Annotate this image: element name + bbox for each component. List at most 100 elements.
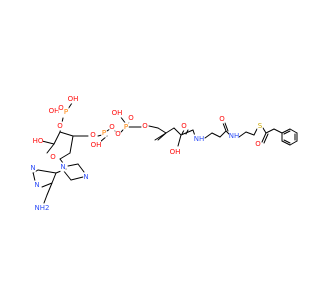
atom-label-p1-o-top: O [58, 103, 64, 113]
bond-line [211, 132, 221, 138]
atom-label-pp-oh1: OH [91, 140, 102, 150]
bond-line [283, 139, 291, 144]
atom-label-background [50, 152, 56, 162]
bond-line [32, 171, 36, 182]
bond-line [204, 132, 213, 139]
atom-text-pp-oh1: OH [91, 141, 102, 149]
bond-line [59, 158, 64, 164]
atom-label-background [90, 130, 96, 140]
atom-label-background [123, 122, 129, 132]
bond-line [265, 128, 275, 134]
atom-label-background [101, 128, 107, 138]
atom-label-background [194, 134, 204, 144]
atom-label-background [58, 103, 64, 113]
bond-line [70, 176, 84, 181]
atom-text-ad-n7: N [83, 173, 88, 181]
atom-text-cys-nh: NH [229, 132, 240, 140]
atom-text-ad-n9: N [60, 163, 65, 171]
bond-line [53, 131, 61, 145]
bond-line [59, 152, 71, 160]
atom-label-background [49, 106, 59, 116]
bond-line [165, 127, 175, 134]
atom-text-ribose-o5: O [90, 131, 96, 139]
atom-label-pp-o-bridge: O [115, 129, 121, 139]
atom-label-acyl-o: O [255, 139, 261, 149]
atom-label-background [34, 180, 40, 190]
atom-label-background [181, 121, 187, 131]
bond-line [41, 182, 53, 188]
bond-line [37, 169, 57, 174]
atom-label-background [170, 147, 180, 157]
bond-line [69, 135, 74, 154]
atom-label-p1-oh-a: OH [49, 106, 60, 116]
atom-label-pp-o2: O [128, 113, 134, 123]
atom-text-ribose-o4: O [50, 153, 56, 161]
bond-line [273, 128, 283, 134]
atom-text-ribose-ho: HO [33, 137, 44, 145]
bond-line [77, 163, 85, 173]
bond-line [289, 140, 298, 146]
bond-line [46, 182, 53, 196]
bond-line [43, 194, 48, 204]
atom-text-pant-oh: OH [170, 148, 181, 156]
bond-line [222, 122, 227, 132]
atom-label-pant-nh: NH [194, 134, 205, 144]
atom-label-background [109, 122, 115, 132]
atom-label-background [257, 121, 263, 131]
bond-line [51, 172, 57, 184]
bond-line [157, 127, 167, 134]
atom-label-background [128, 113, 134, 123]
atom-label-ad-n3: N [30, 163, 36, 173]
atom-text-thio-s: S [258, 122, 263, 130]
bond-line [177, 134, 182, 147]
atom-text-pp-o-bridge: O [115, 130, 121, 138]
atom-label-pp-o1: O [109, 122, 115, 132]
bond-line [224, 122, 229, 132]
atom-label-background [219, 114, 225, 124]
atom-label-background [34, 203, 50, 213]
atom-label-background [142, 121, 148, 131]
atom-label-ad-nh2: NH2 [34, 203, 50, 213]
atom-label-background [91, 140, 101, 150]
atom-label-ribose-o3: O [57, 121, 63, 131]
atom-text-ribose-o3: O [57, 122, 63, 130]
atom-text-p1-p: P [64, 108, 68, 116]
bond-line [262, 127, 267, 134]
atom-text-p1-oh-a: OH [49, 107, 60, 115]
bond-line [148, 125, 159, 129]
atom-label-background [30, 163, 36, 173]
bond-line [283, 130, 291, 135]
atom-label-ad-n9: N [60, 162, 66, 172]
bond-line [62, 169, 72, 181]
atom-label-ribose-o5: O [90, 130, 96, 140]
atom-text-pp-o2: O [128, 114, 134, 122]
bond-line [219, 130, 227, 138]
atom-label-background [60, 162, 66, 172]
bond-line [245, 131, 255, 136]
bond-line [46, 143, 55, 154]
bond-line [238, 131, 247, 138]
atom-label-ribose-ho: HO [33, 136, 44, 146]
atom-label-pp-o-ester: O [142, 121, 148, 131]
atom-label-ad-n1: N [34, 180, 40, 190]
bond-line [41, 140, 55, 145]
atom-label-cys-nh: NH [229, 131, 240, 141]
atom-label-background [255, 139, 261, 149]
atom-label-background [57, 121, 63, 131]
atom-text-ala-co: O [219, 115, 225, 123]
atom-text-pp-oh2: OH [112, 109, 123, 117]
atom-text-ad-n1: N [34, 181, 39, 189]
atom-text-pp-o-ester: O [142, 122, 148, 130]
bond-line [263, 133, 269, 144]
atom-label-background [229, 131, 239, 141]
bond-line [59, 131, 74, 137]
atom-label-pp-oh2: OH [112, 108, 123, 118]
atom-text-pant-nh: NH [194, 135, 205, 143]
bond-line [289, 128, 298, 134]
atom-label-pp-p2: P [123, 122, 129, 132]
atom-label-background [115, 129, 121, 139]
bond-line [67, 163, 79, 167]
atom-text-p1-oh-b: OH [68, 95, 79, 103]
bond-line [281, 140, 291, 146]
